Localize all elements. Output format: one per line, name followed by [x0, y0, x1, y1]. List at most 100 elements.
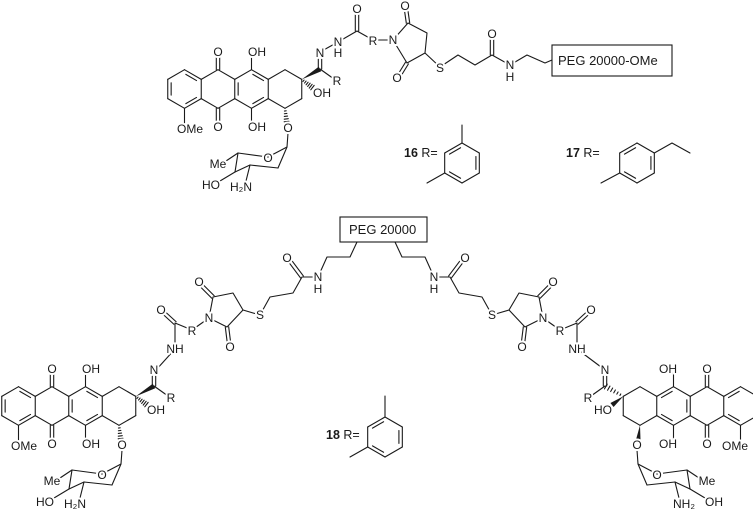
- hashed-bond: [307, 82, 311, 87]
- hashed-bond: [613, 389, 616, 394]
- bond: [689, 488, 706, 499]
- atom-label-n: N: [314, 270, 323, 284]
- atom-label-oh: OH: [82, 437, 100, 451]
- aromatic-inner-bond: [623, 147, 637, 155]
- wedge-bond: [135, 383, 156, 397]
- atom-label-oh: OH: [705, 495, 723, 509]
- bond: [674, 481, 691, 490]
- bond-chain: [319, 30, 394, 53]
- aromatic-bond: [367, 446, 386, 458]
- bond-chain: [394, 241, 510, 316]
- atom-label-o: O: [282, 251, 291, 265]
- atom-label-r: R: [584, 391, 593, 405]
- bond: [83, 481, 113, 486]
- bond: [68, 469, 73, 490]
- aromatic-bond: [619, 172, 638, 184]
- double-bond: [397, 61, 407, 76]
- atom-label-ome: OMe: [11, 439, 37, 453]
- atom-label-o: O: [47, 362, 56, 376]
- bond-chain: [542, 317, 578, 343]
- atom-label-h: H: [314, 282, 323, 296]
- hashed-bond: [144, 401, 149, 408]
- atom-label-o: O: [702, 437, 711, 451]
- double-bond: [290, 259, 304, 277]
- bond: [153, 385, 169, 397]
- atom-label-oh: OH: [82, 362, 100, 376]
- aromatic-bond: [250, 98, 269, 109]
- bond: [79, 481, 85, 499]
- bond: [101, 463, 122, 475]
- bond: [739, 386, 753, 395]
- aromatic-bond: [183, 98, 202, 109]
- bond-chain: [576, 348, 606, 371]
- bond-chain: [424, 52, 553, 68]
- compound-17-label: 17 R=: [566, 146, 600, 160]
- atom-label-oh: OH: [248, 120, 266, 134]
- atom-label-o: O: [263, 151, 272, 165]
- bond: [51, 415, 70, 426]
- bond-chain: [242, 241, 358, 316]
- compound-18-label: 18 R=: [326, 428, 360, 442]
- wedge-bond: [301, 66, 322, 80]
- bond: [284, 98, 303, 109]
- substituent-bond: [426, 172, 446, 184]
- atom-label-o: O: [702, 362, 711, 376]
- aromatic-bond: [461, 142, 480, 154]
- aromatic-bond: [384, 416, 403, 428]
- bond: [217, 69, 236, 80]
- atom-label-h: H: [506, 70, 515, 84]
- bond: [622, 386, 641, 397]
- bond: [234, 98, 253, 109]
- double-bond: [450, 261, 464, 279]
- bond: [234, 152, 239, 173]
- bond: [674, 481, 680, 499]
- atom-label-me: Me: [699, 474, 716, 488]
- atom-label-r: R: [188, 324, 197, 338]
- double-bond: [403, 8, 407, 24]
- atom-label-o: O: [352, 2, 361, 16]
- wedge-bond: [635, 425, 641, 443]
- aromatic-inner-bond: [448, 147, 462, 155]
- bond: [646, 481, 676, 486]
- bond: [200, 98, 219, 109]
- atom-label-ome: OMe: [177, 122, 203, 136]
- aromatic-bond: [183, 69, 202, 80]
- atom-label-n: N: [205, 311, 214, 325]
- hashed-bond: [138, 397, 141, 401]
- atom-label-nh2: NH₂: [673, 497, 695, 510]
- bond: [637, 463, 648, 486]
- bond: [319, 68, 335, 80]
- atom-label-ho: HO: [202, 178, 220, 192]
- hashed-bond: [310, 84, 315, 91]
- hashed-bond: [117, 437, 124, 440]
- aromatic-inner-bond: [727, 390, 740, 399]
- double-bond: [228, 326, 232, 344]
- aromatic-bond: [384, 446, 403, 458]
- bond: [101, 415, 120, 426]
- bond: [167, 69, 186, 80]
- succinimide-ring: [392, 22, 428, 64]
- aromatic-inner-bond: [86, 390, 99, 399]
- bond: [59, 469, 73, 479]
- double-bond: [201, 283, 215, 297]
- compound-number: 17: [566, 146, 580, 160]
- bond: [1, 415, 20, 426]
- hashed-bond: [283, 123, 291, 126]
- double-bond: [537, 283, 551, 297]
- bond: [686, 469, 700, 479]
- hashed-bond: [610, 387, 614, 393]
- hashed-bond: [117, 440, 125, 443]
- atom-label-o: O: [47, 437, 56, 451]
- peg-box-frame: [551, 44, 673, 77]
- aromatic-bond: [636, 172, 655, 184]
- compound-number: 18: [326, 428, 340, 442]
- bond: [245, 164, 251, 182]
- bond: [219, 171, 236, 182]
- aromatic-bond: [367, 416, 386, 428]
- bond: [267, 146, 288, 158]
- atom-label-r: R: [556, 324, 565, 338]
- atom-label-n: N: [430, 270, 439, 284]
- atom-label-oh: OH: [659, 437, 677, 451]
